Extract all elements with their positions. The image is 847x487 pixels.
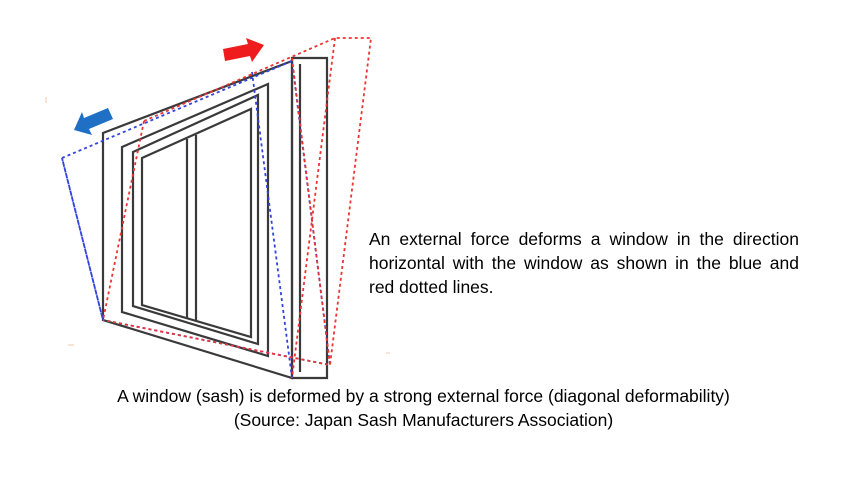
arrow-right-icon: [223, 38, 264, 62]
glass-pane: [140, 107, 253, 339]
caption-line-2: (Source: Japan Sash Manufacturers Associ…: [233, 410, 614, 430]
blue-deformation-outline: [61, 59, 332, 379]
side-jamb: [290, 56, 329, 380]
sash-outer: [120, 82, 270, 358]
outer-frame: [101, 59, 294, 380]
description-text: An external force deforms a window in th…: [369, 229, 799, 297]
sash-inner: [131, 93, 260, 346]
window-frame: [101, 56, 329, 380]
red-deformation-outline: [102, 37, 373, 379]
arrow-left-icon: [74, 108, 113, 135]
crop-marks: [45, 97, 390, 354]
caption-line-1: A window (sash) is deformed by a strong …: [117, 386, 730, 406]
